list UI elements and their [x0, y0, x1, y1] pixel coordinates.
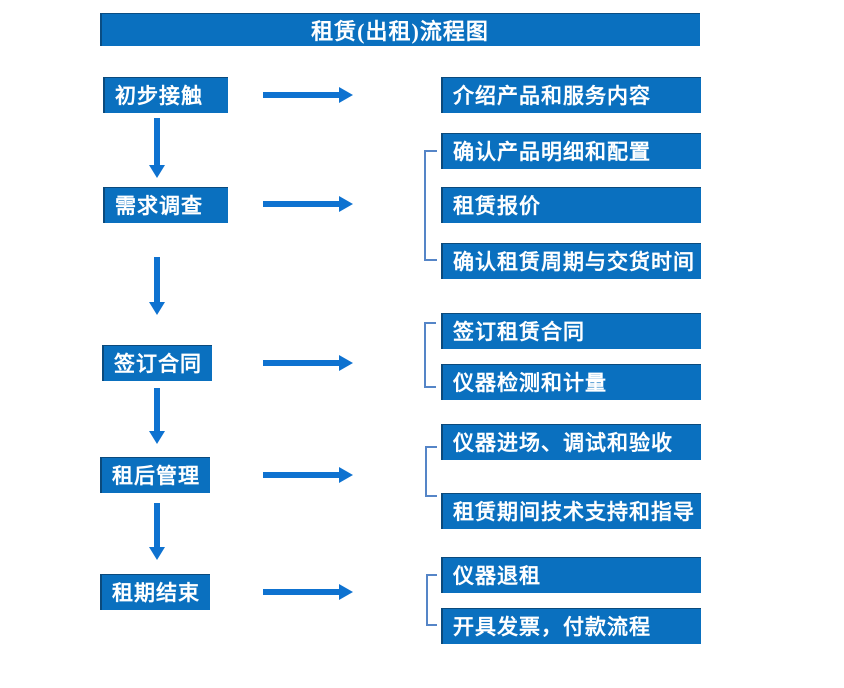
- arrow-right-stage1-icon: [263, 87, 353, 103]
- arrow-down-stage4-stage5-icon: [149, 503, 165, 560]
- detail-box-rental-quote: 租赁报价: [441, 187, 701, 223]
- bracket-stage4-details: [425, 446, 437, 497]
- detail-box-confirm-period-delivery: 确认租赁周期与交货时间: [441, 243, 701, 279]
- arrow-down-stage3-stage4-icon: [149, 388, 165, 444]
- detail-box-introduce-products: 介绍产品和服务内容: [441, 77, 701, 113]
- bracket-stage5-details: [426, 574, 437, 626]
- bracket-stage2-details: [424, 150, 437, 261]
- detail-box-confirm-product-config: 确认产品明细和配置: [441, 133, 701, 169]
- stage-box-initial-contact: 初步接触: [103, 77, 228, 113]
- arrow-down-stage2-stage3-icon: [149, 257, 165, 315]
- stage-box-demand-survey: 需求调查: [103, 187, 228, 223]
- stage-box-post-rental-management: 租后管理: [100, 457, 210, 493]
- detail-box-tech-support: 租赁期间技术支持和指导: [441, 493, 701, 529]
- arrow-right-stage2-icon: [263, 196, 353, 212]
- flowchart-title: 租赁(出租)流程图: [100, 13, 700, 46]
- arrow-right-stage5-icon: [263, 584, 353, 600]
- detail-box-invoice-payment: 开具发票，付款流程: [441, 608, 701, 644]
- detail-box-instrument-testing: 仪器检测和计量: [441, 364, 701, 400]
- detail-box-sign-rental-contract: 签订租赁合同: [441, 313, 701, 349]
- detail-box-instrument-setup-acceptance: 仪器进场、调试和验收: [441, 424, 701, 460]
- stage-box-rental-end: 租期结束: [100, 574, 210, 610]
- stage-box-sign-contract: 签订合同: [102, 345, 212, 381]
- bracket-stage3-details: [424, 322, 436, 388]
- arrow-right-stage4-icon: [263, 467, 353, 483]
- arrow-right-stage3-icon: [263, 355, 353, 371]
- arrow-down-stage1-stage2-icon: [149, 118, 165, 178]
- detail-box-instrument-return: 仪器退租: [441, 557, 701, 593]
